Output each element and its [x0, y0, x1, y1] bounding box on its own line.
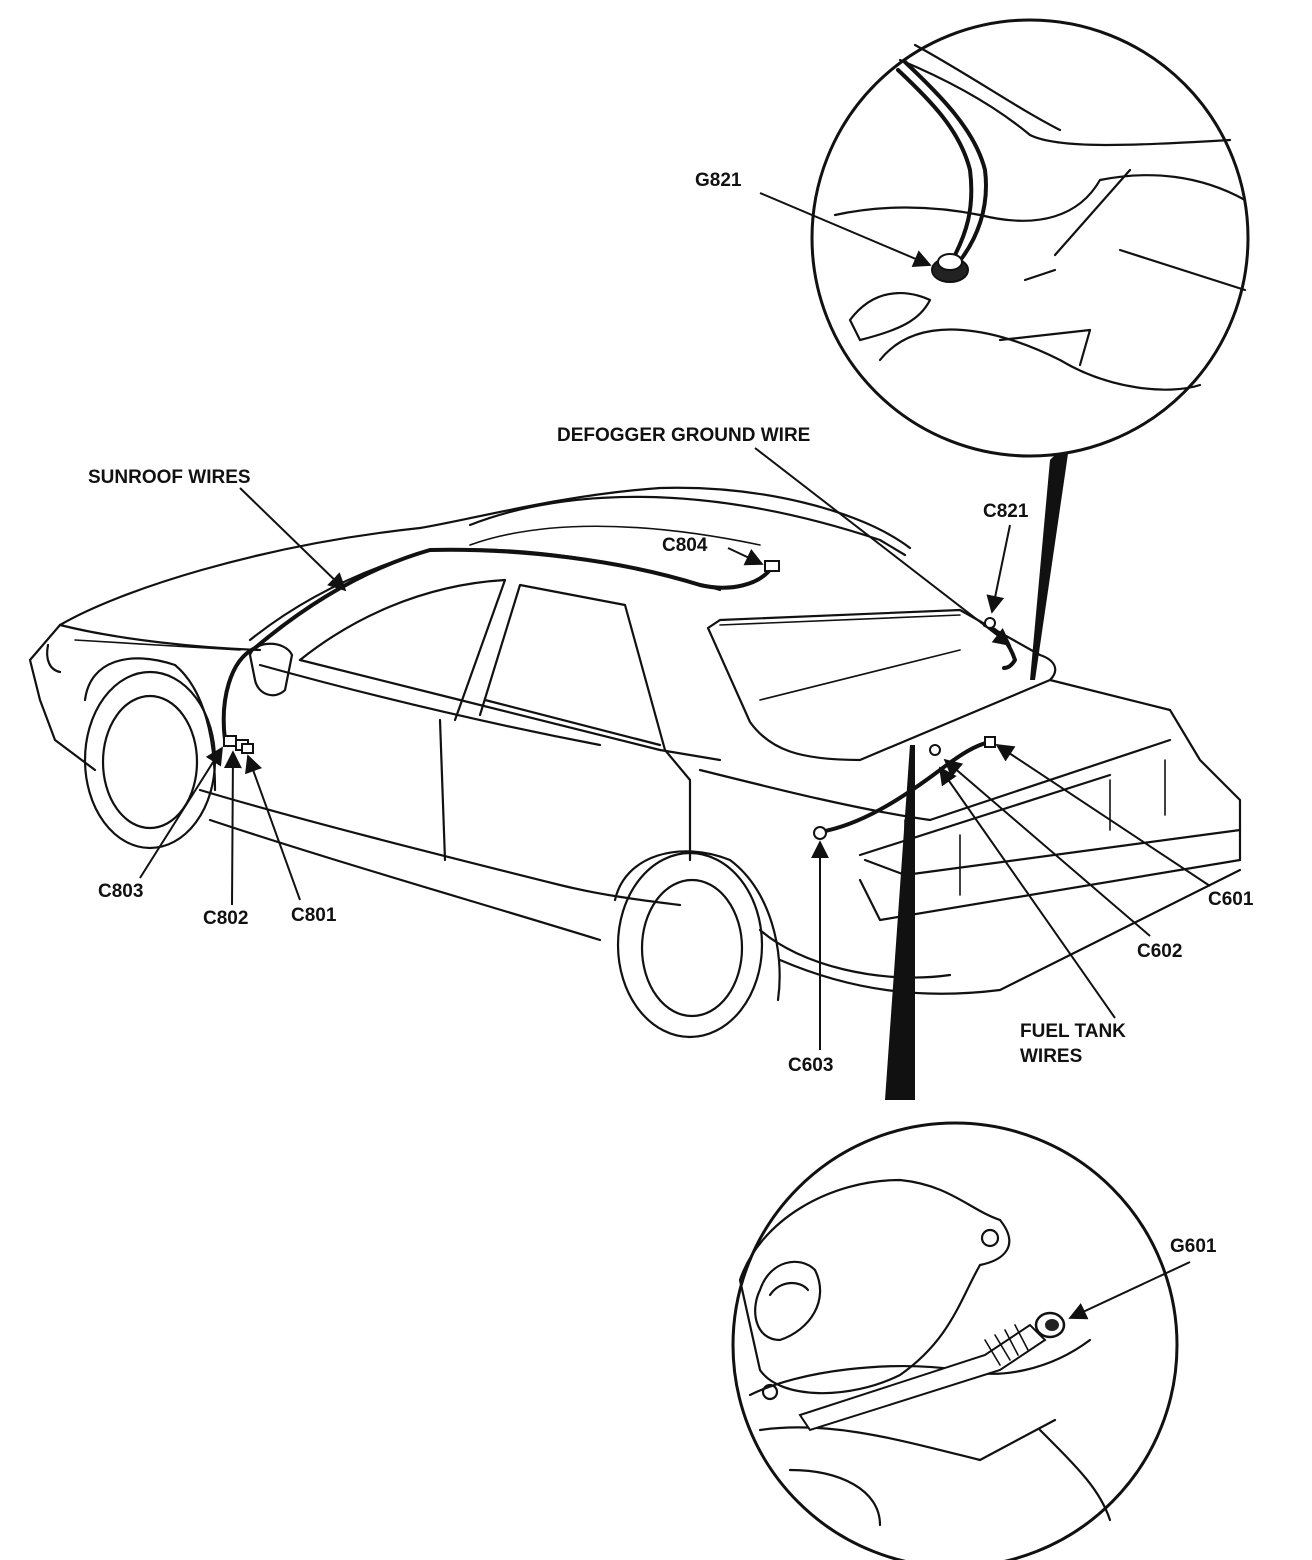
detail-inset-g601	[731, 745, 1179, 1560]
label-g601: G601	[1170, 1236, 1217, 1257]
connector-c603	[813, 826, 827, 840]
label-defogger-ground-wire: DEFOGGER GROUND WIRE	[557, 425, 810, 446]
label-c601: C601	[1208, 889, 1254, 910]
connector-c602	[929, 744, 941, 756]
car-illustration	[28, 486, 1242, 1039]
connector-c801	[241, 743, 254, 754]
detail-inset-g821	[810, 18, 1250, 680]
label-c603: C603	[788, 1055, 833, 1076]
label-c804: C804	[662, 535, 708, 556]
front-wheel	[83, 657, 217, 850]
label-c821: C821	[983, 501, 1029, 522]
connector-c804	[764, 560, 780, 572]
leader-lines	[139, 192, 1211, 1320]
label-c801: C801	[291, 905, 337, 926]
connector-c821	[984, 617, 996, 629]
label-g821: G821	[695, 170, 742, 191]
connector-c803	[223, 735, 237, 747]
rear-wheel	[613, 850, 781, 1039]
label-c803: C803	[98, 881, 143, 902]
connector-c601	[984, 736, 996, 748]
label-fuel-tank-line1: FUEL TANK	[1020, 1021, 1126, 1042]
label-c602: C602	[1137, 941, 1182, 962]
label-fuel-tank-line2: WIRES	[1020, 1046, 1082, 1067]
label-sunroof-wires: SUNROOF WIRES	[88, 467, 251, 488]
label-c802: C802	[203, 908, 248, 929]
